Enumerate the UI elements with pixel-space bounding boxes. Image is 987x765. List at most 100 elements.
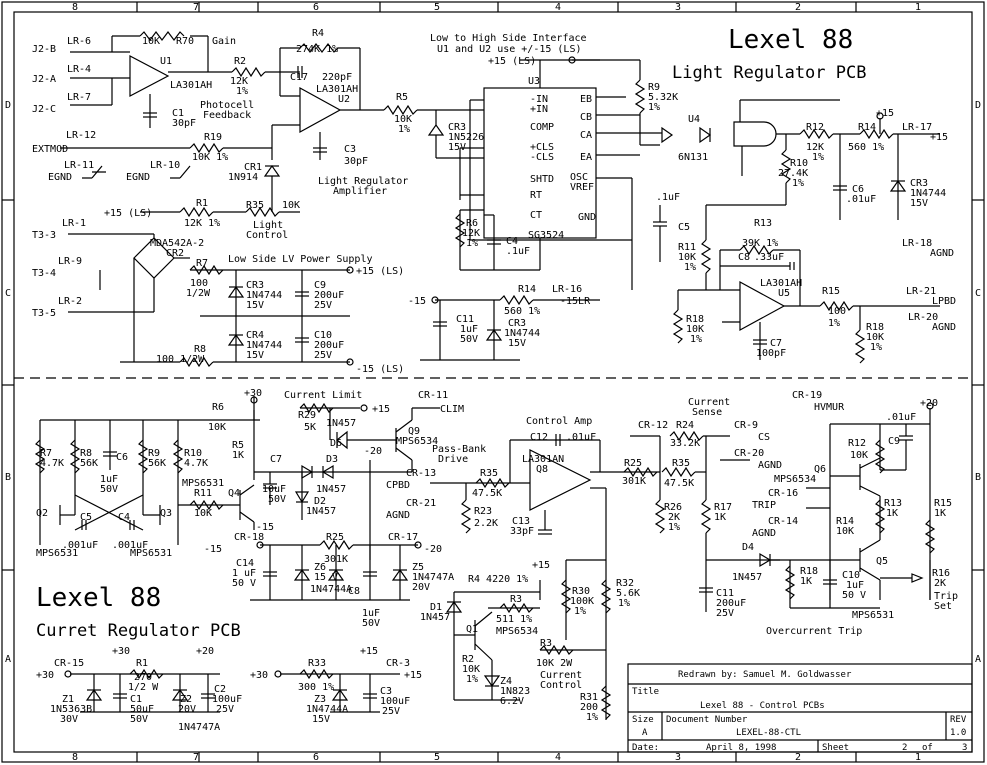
label: 200uF: [314, 290, 344, 301]
svg-text:47.5K: 47.5K: [472, 488, 502, 499]
label: EB: [580, 94, 592, 105]
label: 100pF: [756, 348, 786, 359]
svg-text:2K: 2K: [934, 578, 946, 589]
svg-text:D3: D3: [326, 454, 338, 465]
svg-text:+15: +15: [404, 670, 422, 681]
label: 560 1%: [848, 142, 884, 153]
label: 100: [828, 306, 846, 317]
label: 100 1/2W: [156, 354, 205, 365]
svg-text:10K: 10K: [194, 508, 212, 519]
inner-border: [13, 11, 973, 753]
svg-text:R31: R31: [580, 692, 598, 703]
label: C6: [852, 184, 864, 195]
svg-text:MPS6531: MPS6531: [852, 610, 894, 621]
label: 12K: [806, 142, 824, 153]
label: 1%: [812, 152, 824, 163]
svg-text:20V: 20V: [178, 704, 196, 715]
label: 1N4744: [246, 290, 282, 301]
label: 12K 1%: [184, 218, 220, 229]
label: CT: [530, 210, 542, 221]
svg-text:R32: R32: [616, 578, 634, 589]
label: 15V: [448, 142, 466, 153]
svg-text:R26: R26: [664, 502, 682, 513]
size-label: Size: [632, 715, 654, 725]
label: EA: [580, 152, 592, 163]
label: C10: [314, 330, 332, 341]
svg-text:1K: 1K: [800, 576, 812, 587]
label: 5.32K: [648, 92, 678, 103]
label: 12K: [230, 76, 248, 87]
svg-text:1%: 1%: [668, 522, 680, 533]
label: R18: [866, 322, 884, 333]
label: 10K: [866, 332, 884, 343]
label: J2-A: [32, 74, 56, 85]
svg-text:5.6K: 5.6K: [616, 588, 640, 599]
label: OSC: [570, 172, 588, 183]
svg-text:R6: R6: [212, 402, 224, 413]
svg-text:R8: R8: [80, 448, 92, 459]
col-label: 1: [915, 2, 921, 13]
label: LA301AH: [760, 278, 802, 289]
label: C1: [172, 108, 184, 119]
svg-text:Control: Control: [540, 680, 582, 691]
svg-text:Trip: Trip: [934, 591, 958, 602]
svg-text:1K: 1K: [232, 450, 244, 461]
svg-text:50V: 50V: [268, 494, 286, 505]
svg-text:D1: D1: [430, 602, 442, 613]
current-regulator-wiring: [34, 396, 936, 720]
svg-text:CR-9: CR-9: [734, 420, 758, 431]
svg-text:R15: R15: [934, 498, 952, 509]
svg-text:C14: C14: [236, 558, 254, 569]
label: LR-9: [58, 256, 82, 267]
col-label: 8: [72, 2, 78, 13]
label: U3: [528, 76, 540, 87]
label: 10K 1%: [192, 152, 228, 163]
doc-title: Lexel 88 - Control PCBs: [700, 701, 825, 711]
svg-text:+30: +30: [244, 388, 262, 399]
svg-text:Amplifier: Amplifier: [333, 186, 387, 197]
svg-text:50V: 50V: [130, 714, 148, 725]
label: 10K: [686, 324, 704, 335]
label: 1N5226: [448, 132, 484, 143]
svg-text:4.7K: 4.7K: [40, 458, 64, 469]
label: 10K: [394, 114, 412, 125]
col-label: 2: [795, 752, 801, 763]
svg-text:Q1: Q1: [466, 624, 478, 635]
label: GND: [578, 212, 596, 223]
label: R11: [678, 242, 696, 253]
label: SG3524: [528, 230, 564, 241]
col-label: 4: [555, 2, 561, 13]
svg-text:CR-11: CR-11: [418, 390, 448, 401]
svg-text:R25: R25: [624, 458, 642, 469]
svg-text:1N4744A: 1N4744A: [310, 584, 352, 595]
svg-text:R9: R9: [148, 448, 160, 459]
svg-text:20V: 20V: [412, 582, 430, 593]
svg-text:MPS6531: MPS6531: [182, 478, 224, 489]
label: 1/2W: [186, 288, 211, 299]
label: R5: [396, 92, 408, 103]
label: COMP: [530, 122, 554, 133]
svg-text:C7: C7: [270, 454, 282, 465]
docnum-label: Document Number: [666, 715, 748, 725]
label: 1%: [648, 102, 660, 113]
svg-text:Q8: Q8: [536, 464, 548, 475]
label: 39K 1%: [742, 238, 778, 249]
label: U1: [160, 56, 172, 67]
label: 1N4744: [910, 188, 946, 199]
svg-text:+15: +15: [532, 560, 550, 571]
label: R19: [204, 132, 222, 143]
label: CR3: [910, 178, 928, 189]
svg-text:D6: D6: [330, 438, 342, 449]
docnum-value: LEXEL-88-CTL: [736, 728, 801, 738]
svg-text:CR-15: CR-15: [54, 658, 84, 669]
col-label: 3: [675, 752, 681, 763]
svg-text:Z1: Z1: [62, 694, 74, 705]
label: 1%: [870, 342, 882, 353]
label: +CLS: [530, 142, 554, 153]
svg-text:-15: -15: [256, 522, 274, 533]
svg-text:1%: 1%: [466, 674, 478, 685]
label: CB: [580, 112, 592, 123]
label: R14: [518, 284, 536, 295]
